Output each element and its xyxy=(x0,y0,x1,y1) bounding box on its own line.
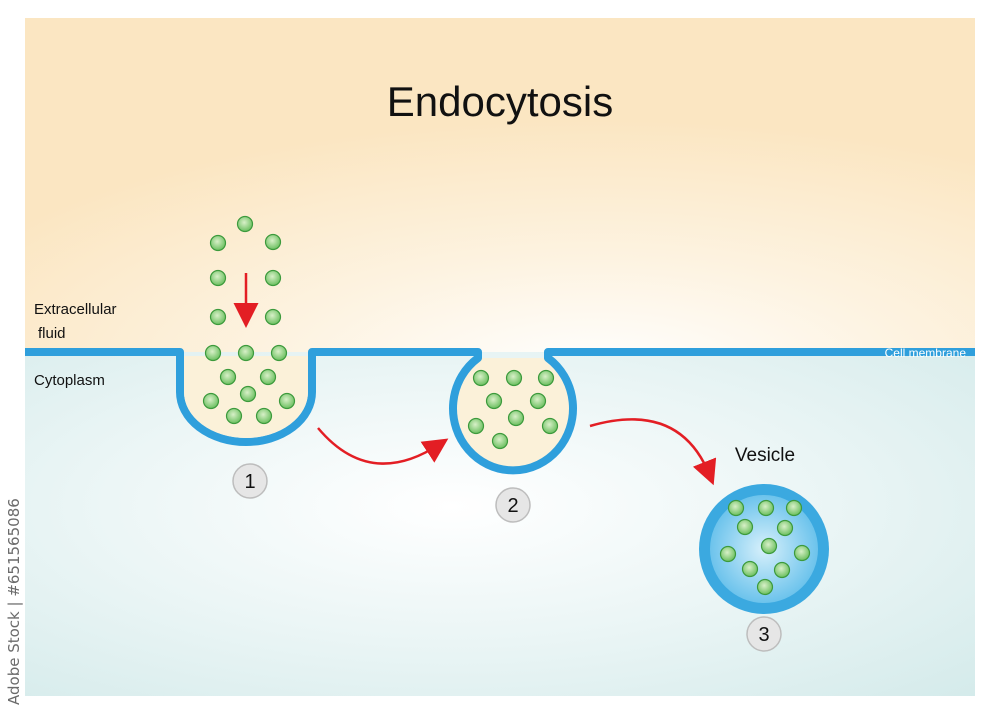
particle xyxy=(204,344,222,362)
stock-id-text: Adobe Stock | #651565086 xyxy=(5,498,23,705)
particle xyxy=(278,392,296,410)
step-badge-2: 2 xyxy=(495,487,531,523)
particle xyxy=(541,417,559,435)
particle xyxy=(209,308,227,326)
extracellular-region xyxy=(25,18,975,356)
particle xyxy=(209,269,227,287)
extracellular-label-line2: fluid xyxy=(38,325,66,342)
particle xyxy=(264,269,282,287)
particle xyxy=(237,344,255,362)
step-1-label: 1 xyxy=(244,471,255,493)
particle xyxy=(259,368,277,386)
step-badge-1: 1 xyxy=(232,463,268,499)
particle xyxy=(776,519,794,537)
arrow-step2-to-step3 xyxy=(589,418,717,486)
arrow-step1-to-step2 xyxy=(317,427,449,465)
particle xyxy=(485,392,503,410)
step-2-label: 2 xyxy=(507,495,518,517)
particle xyxy=(537,369,555,387)
particle xyxy=(225,407,243,425)
particle xyxy=(741,560,759,578)
particles xyxy=(202,215,811,596)
particle xyxy=(507,409,525,427)
vesicle-label: Vesicle xyxy=(735,445,795,466)
particle xyxy=(736,518,754,536)
step-badge-3: 3 xyxy=(746,616,782,652)
particle xyxy=(760,537,778,555)
particle xyxy=(529,392,547,410)
particle xyxy=(785,499,803,517)
extracellular-label-line1: Extracellular xyxy=(34,301,117,318)
particle xyxy=(756,578,774,596)
particle xyxy=(264,233,282,251)
particle xyxy=(773,561,791,579)
particle xyxy=(757,499,775,517)
particle xyxy=(467,417,485,435)
particle xyxy=(264,308,282,326)
particle xyxy=(719,545,737,563)
particle xyxy=(505,369,523,387)
page-title: Endocytosis xyxy=(387,78,613,125)
particle xyxy=(236,215,254,233)
particle xyxy=(491,432,509,450)
particle xyxy=(255,407,273,425)
particle xyxy=(793,544,811,562)
particle xyxy=(727,499,745,517)
particle xyxy=(202,392,220,410)
particle xyxy=(219,368,237,386)
particle xyxy=(239,385,257,403)
particle xyxy=(270,344,288,362)
step-3-label: 3 xyxy=(758,624,769,646)
cell-membrane-label: Cell membrane xyxy=(885,346,967,360)
particle xyxy=(472,369,490,387)
cytoplasm-label: Cytoplasm xyxy=(34,372,105,389)
particle xyxy=(209,234,227,252)
